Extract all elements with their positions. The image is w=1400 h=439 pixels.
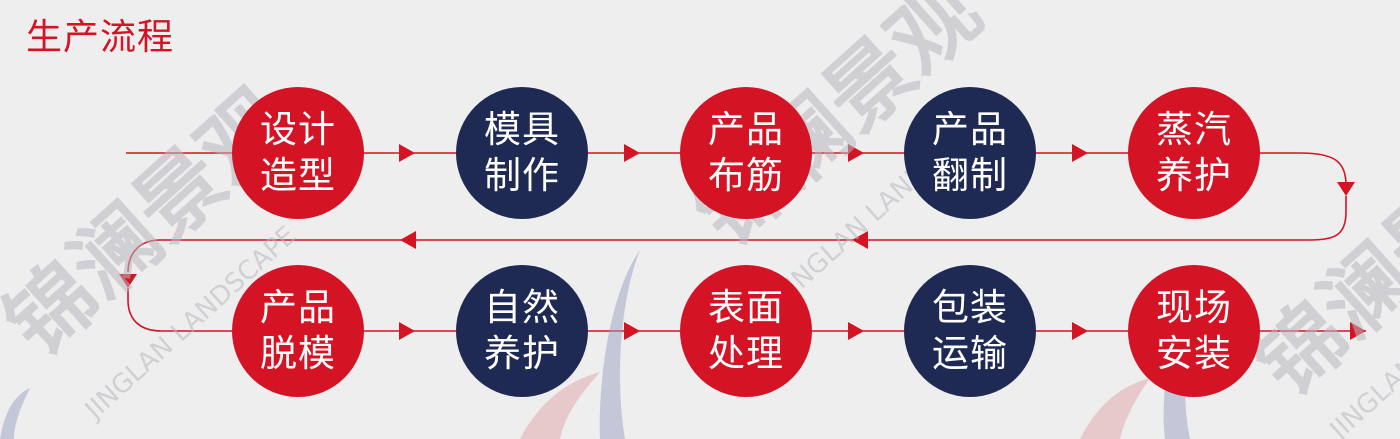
process-step-8: 表面处理 bbox=[680, 265, 812, 397]
arrow-left-icon bbox=[400, 231, 416, 249]
step-label-line2: 造型 bbox=[260, 154, 336, 197]
process-step-4: 产品翻制 bbox=[904, 87, 1036, 219]
process-step-6: 产品脱模 bbox=[232, 265, 364, 397]
step-label-line2: 养护 bbox=[1156, 154, 1232, 197]
process-step-1: 设计造型 bbox=[232, 87, 364, 219]
step-label-line2: 安装 bbox=[1156, 332, 1232, 375]
step-label-line2: 养护 bbox=[484, 332, 560, 375]
connector-curve bbox=[1299, 152, 1347, 186]
arrow-down-icon bbox=[119, 274, 137, 288]
watermark-swoosh bbox=[520, 372, 600, 439]
arrow-right-icon bbox=[1072, 322, 1088, 340]
process-step-2: 模具制作 bbox=[456, 87, 588, 219]
arrow-right-icon bbox=[1350, 322, 1366, 340]
step-label-line2: 脱模 bbox=[260, 332, 336, 375]
process-step-9: 包装运输 bbox=[904, 265, 1036, 397]
step-label-line2: 制作 bbox=[484, 154, 560, 197]
watermark-swoosh bbox=[1080, 378, 1150, 439]
arrow-right-icon bbox=[848, 322, 864, 340]
step-label-line1: 设计 bbox=[260, 108, 336, 151]
step-label-line2: 布筋 bbox=[708, 154, 784, 197]
step-label-line1: 产品 bbox=[932, 108, 1008, 151]
step-label-line1: 产品 bbox=[708, 108, 784, 151]
process-step-7: 自然养护 bbox=[456, 265, 588, 397]
step-label-line1: 自然 bbox=[484, 286, 560, 329]
step-label-line1: 表面 bbox=[708, 286, 784, 329]
step-label-line2: 翻制 bbox=[932, 154, 1008, 197]
step-label-line1: 包装 bbox=[932, 286, 1008, 329]
step-label-line1: 现场 bbox=[1156, 286, 1232, 329]
process-step-5: 蒸汽养护 bbox=[1128, 87, 1260, 219]
page-title: 生产流程 bbox=[26, 17, 175, 58]
step-label-line2: 运输 bbox=[932, 332, 1008, 375]
arrow-left-icon bbox=[852, 231, 868, 249]
connector-curve bbox=[1309, 196, 1347, 241]
watermark-text: 锦澜景观 bbox=[1237, 111, 1400, 415]
arrow-right-icon bbox=[624, 144, 640, 162]
step-label-line1: 产品 bbox=[260, 286, 336, 329]
process-step-3: 产品布筋 bbox=[680, 87, 812, 219]
arrow-right-icon bbox=[399, 322, 415, 340]
step-label-line1: 模具 bbox=[484, 108, 560, 151]
watermark-swoosh bbox=[599, 250, 640, 439]
process-step-10: 现场安装 bbox=[1128, 265, 1260, 397]
step-label-line2: 处理 bbox=[708, 332, 784, 375]
step-label-line1: 蒸汽 bbox=[1156, 108, 1232, 151]
connector-curve bbox=[127, 239, 400, 273]
arrow-right-icon bbox=[399, 144, 415, 162]
arrow-right-icon bbox=[624, 322, 640, 340]
connector-curve bbox=[127, 288, 163, 332]
arrow-down-icon bbox=[1337, 182, 1355, 196]
arrow-right-icon bbox=[848, 144, 864, 162]
arrow-right-icon bbox=[1072, 144, 1088, 162]
watermark-swoosh bbox=[0, 388, 30, 439]
